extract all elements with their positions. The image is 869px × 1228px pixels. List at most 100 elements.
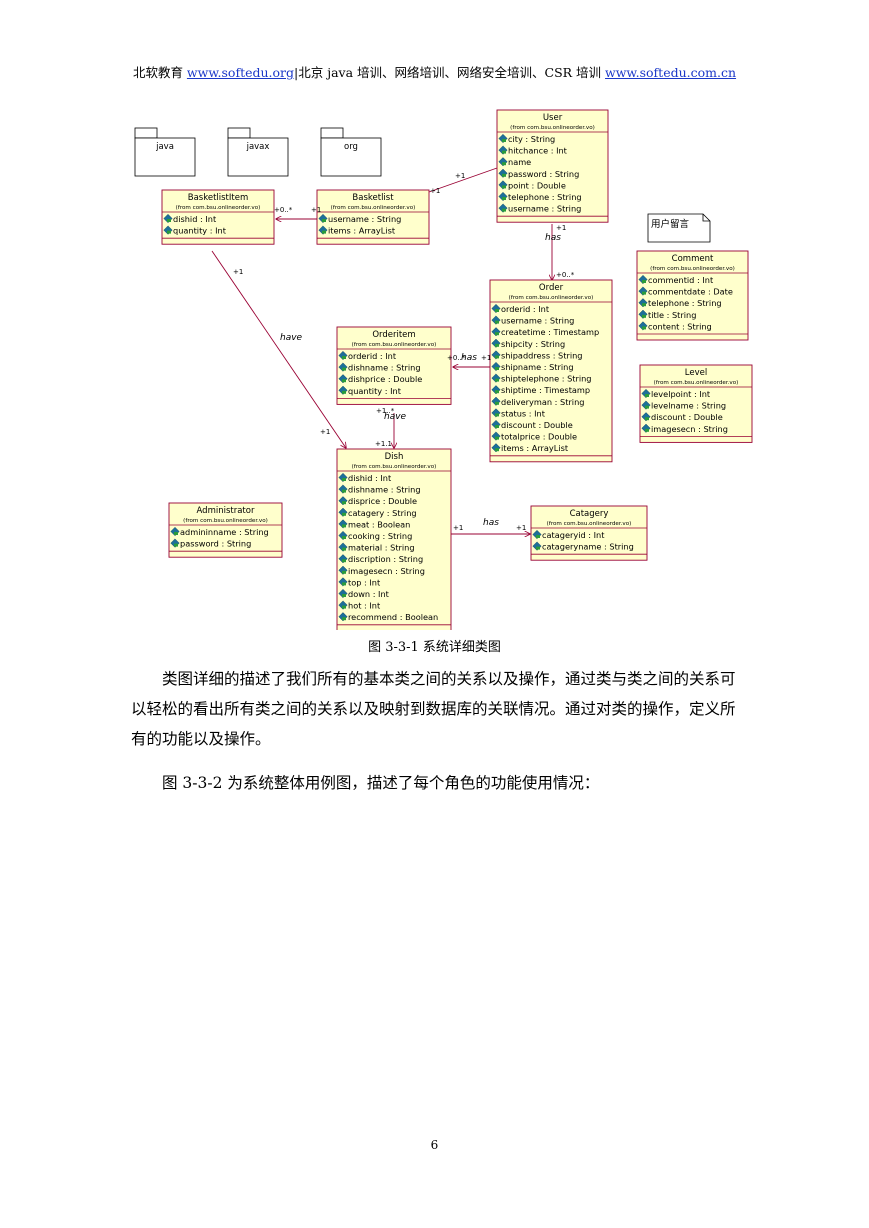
class-attribute: meat : Boolean (348, 519, 410, 529)
assoc-label: have (280, 333, 303, 343)
class-name: BasketlistItem (188, 193, 248, 203)
class-attribute: shiptime : Timestamp (501, 385, 590, 395)
assoc-label: +1 (320, 428, 330, 436)
class-name: Dish (385, 452, 404, 462)
attribute-icon (170, 538, 180, 548)
header-link-softedu-org[interactable]: www.softedu.org (186, 65, 295, 80)
attribute-icon (498, 168, 508, 178)
attribute-icon (338, 519, 348, 529)
class-name: Administrator (197, 506, 255, 516)
class-attribute: dishid : Int (173, 214, 217, 224)
assoc-label: +0..* (274, 206, 293, 214)
assoc-basketitem-dish (211, 250, 346, 448)
attribute-icon (491, 350, 501, 360)
header-middle: |北京 java 培训、网络培训、网络安全培训、CSR 培训 (294, 65, 606, 80)
class-package: (from com.bsu.onlineorder.vo) (331, 205, 416, 211)
class-package: (from com.bsu.onlineorder.vo) (352, 342, 437, 348)
class-attribute: discription : String (348, 554, 423, 564)
assoc-label: +1 (453, 524, 463, 532)
class-attribute: hot : Int (348, 601, 381, 611)
attribute-icon (498, 203, 508, 213)
class-attribute: discount : Double (501, 420, 573, 430)
class-dish: Dish(from com.bsu.onlineorder.vo)dishid … (336, 448, 452, 630)
class-comment: Comment(from com.bsu.onlineorder.vo)comm… (636, 250, 749, 341)
class-attribute: totalprice : Double (501, 432, 577, 442)
class-attribute: discount : Double (651, 412, 723, 422)
class-attribute: title : String (648, 310, 696, 320)
class-attribute: cooking : String (348, 531, 412, 541)
attribute-icon (338, 588, 348, 599)
class-attribute: username : String (328, 214, 401, 224)
attribute-icon (638, 286, 648, 296)
class-name: Order (539, 283, 564, 293)
attribute-icon (338, 472, 348, 483)
attribute-icon (338, 565, 348, 575)
paragraph-1: 类图详细的描述了我们所有的基本类之间的关系以及操作，通过类与类之间的关系可以轻松… (131, 670, 736, 748)
class-name: Basketlist (352, 193, 394, 203)
class-attribute: shipname : String (501, 362, 574, 372)
attribute-icon (338, 507, 348, 517)
attribute-icon (498, 157, 508, 167)
attribute-icon (498, 133, 508, 144)
class-package: (from com.bsu.onlineorder.vo) (352, 464, 437, 470)
assoc-label: has (545, 233, 561, 243)
class-attribute: city : String (508, 134, 555, 144)
attribute-icon (338, 484, 348, 494)
assoc-user-basketlist (428, 167, 498, 193)
assoc-label: +0..* (447, 354, 466, 362)
attribute-icon (338, 542, 348, 552)
class-attribute: createtime : Timestamp (501, 327, 599, 337)
package-label: org (344, 142, 358, 152)
class-attribute: status : Int (501, 408, 546, 418)
attribute-icon (491, 303, 501, 314)
attribute-icon (170, 526, 180, 537)
class-attribute: username : String (508, 204, 581, 214)
class-package: (from com.bsu.onlineorder.vo) (547, 521, 632, 527)
class-name: User (543, 113, 563, 123)
attribute-icon (641, 400, 651, 410)
class-attribute: items : ArrayList (501, 443, 569, 453)
attribute-icon (638, 309, 648, 319)
class-package: (from com.bsu.onlineorder.vo) (654, 380, 739, 386)
assoc-label: has (461, 353, 477, 363)
header-prefix: 北软教育 (132, 65, 187, 80)
assoc-label: +1 (516, 524, 526, 532)
class-attribute: point : Double (508, 180, 566, 190)
class-attribute: levelname : String (651, 401, 726, 411)
attribute-icon (641, 388, 651, 399)
header-link-softedu-com-cn[interactable]: www.softedu.com.cn (605, 65, 737, 80)
class-attribute: disprice : Double (348, 496, 417, 506)
attribute-icon (338, 374, 348, 384)
association-lines (211, 167, 552, 534)
class-attribute: shipcity : String (501, 339, 565, 349)
class-attribute: orderid : Int (348, 351, 397, 361)
class-attribute: telephone : String (648, 298, 722, 308)
class-level: Level(from com.bsu.onlineorder.vo)levelp… (639, 364, 753, 443)
attribute-icon (498, 145, 508, 155)
assoc-label: +1 (481, 354, 491, 362)
class-attribute: admininname : String (180, 527, 269, 537)
attribute-icon (491, 419, 501, 430)
class-attribute: deliveryman : String (501, 397, 584, 407)
class-attribute: material : String (348, 543, 415, 553)
attribute-icon (491, 315, 501, 325)
package-javax: javax (227, 127, 289, 177)
attribute-icon (491, 338, 501, 348)
class-name: Orderitem (372, 330, 415, 340)
class-attribute: shiptelephone : String (501, 374, 592, 384)
assoc-label: +1 (311, 206, 321, 214)
class-attribute: telephone : String (508, 192, 582, 202)
attribute-icon (491, 408, 501, 418)
attribute-icon (491, 361, 501, 372)
paragraph-2: 图 3-3-2 为系统整体用例图，描述了每个角色的功能使用情况： (162, 774, 600, 792)
class-name: Level (685, 368, 707, 378)
attribute-icon (641, 412, 651, 422)
class-attribute: hitchance : Int (508, 146, 568, 156)
class-attribute: items : ArrayList (328, 226, 396, 236)
class-attribute: orderid : Int (501, 304, 550, 314)
attribute-icon (338, 600, 348, 610)
class-order: Order(from com.bsu.onlineorder.vo)orderi… (489, 279, 613, 463)
class-attribute: password : String (508, 169, 579, 179)
attribute-icon (338, 385, 348, 395)
class-package: (from com.bsu.onlineorder.vo) (183, 518, 268, 524)
